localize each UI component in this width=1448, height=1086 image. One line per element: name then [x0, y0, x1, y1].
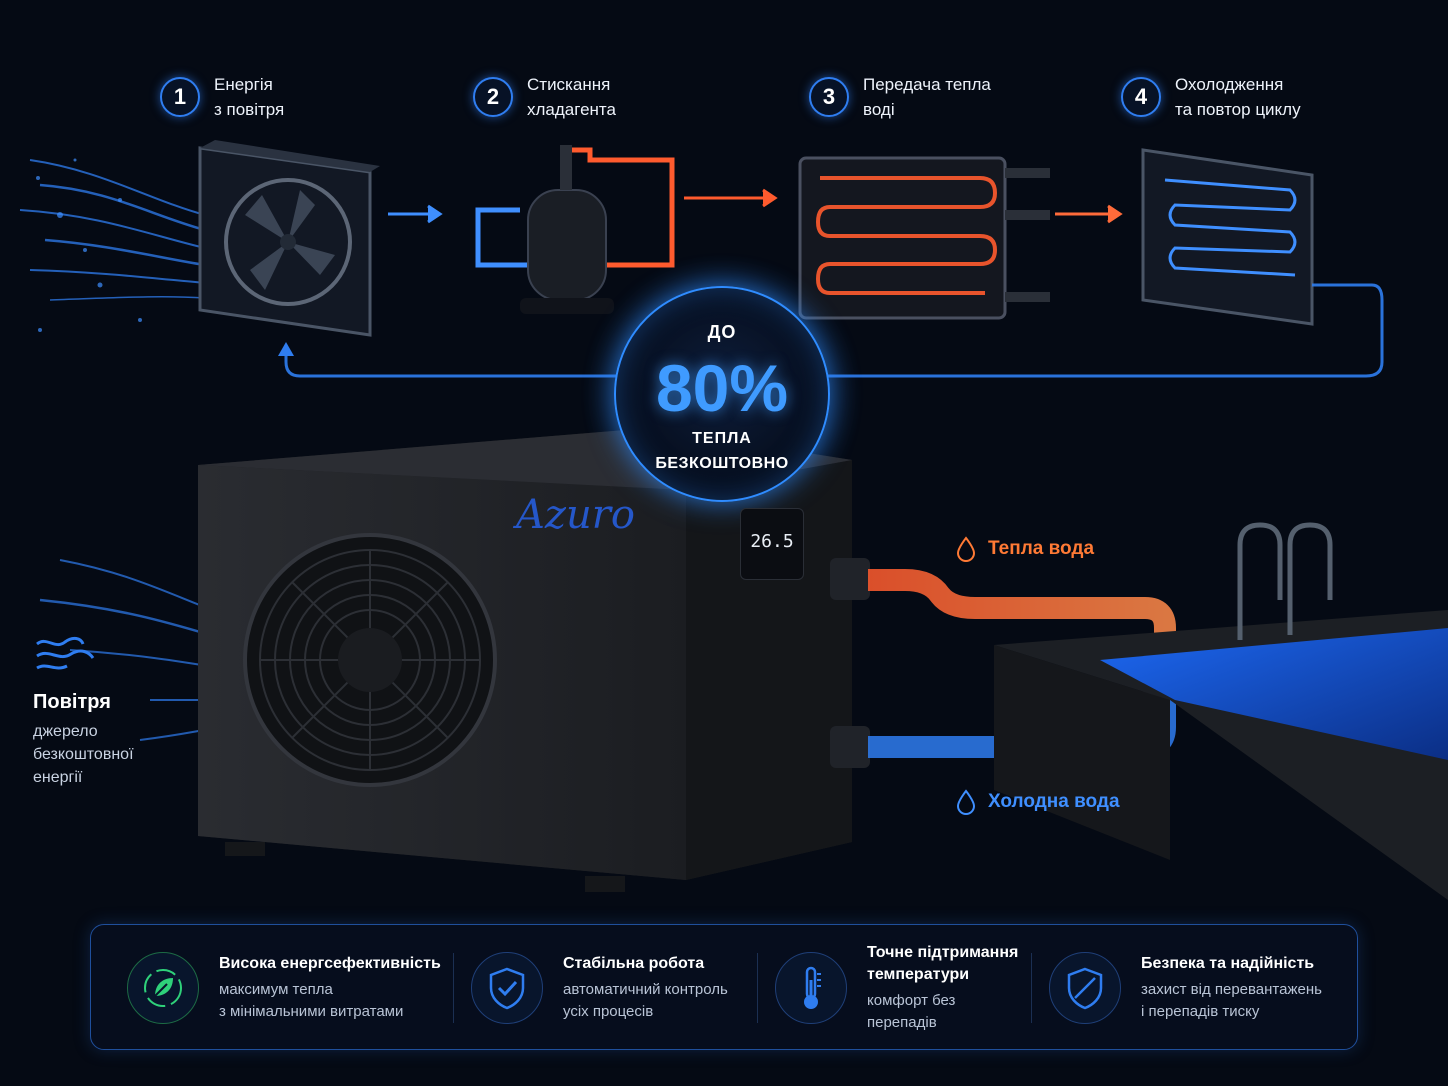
warm-water-label: Тепла вода: [956, 536, 1094, 562]
step-label-line2: та повтор циклу: [1175, 100, 1301, 119]
divider: [1031, 953, 1032, 1023]
air-stream-top: [19, 159, 206, 301]
feature-desc-line1: комфорт без: [867, 992, 956, 1009]
feature-desc-line2: усіх процесів: [563, 1003, 654, 1020]
control-display[interactable]: 26.5: [740, 508, 804, 580]
step-label-line1: Стискання: [527, 75, 611, 94]
step-label-line1: Охолодження: [1175, 75, 1284, 94]
step-label: Передача тепла воді: [863, 72, 1043, 122]
air-desc-line1: джерело: [33, 723, 98, 740]
feature-temperature: Точне підтримання температури комфорт бе…: [775, 925, 1018, 1051]
feature-desc-line1: автоматичний контроль: [563, 981, 728, 998]
shield-slash-icon: [1049, 952, 1121, 1024]
feature-efficiency: Висока енергсефективність максимум тепла…: [127, 925, 441, 1051]
feature-title-line2: температури: [867, 966, 970, 983]
feature-title: Безпека та надійність: [1141, 955, 1315, 972]
arrow-blue-1: [388, 204, 443, 224]
feature-desc: автоматичний контроль усіх процесів: [563, 979, 728, 1023]
feature-title: Точне підтримання температури: [867, 942, 1018, 986]
badge-line1: ТЕПЛА: [692, 430, 752, 447]
air-desc-line3: енергії: [33, 769, 83, 786]
warm-water-text: Тепла вода: [988, 538, 1095, 559]
air-title: Повітря: [33, 691, 111, 713]
feature-desc: захист від перевантажень і перепадів тис…: [1141, 979, 1322, 1023]
step-label-line2: хладагента: [527, 100, 616, 119]
features-bar: Висока енергсефективність максимум тепла…: [90, 924, 1358, 1050]
step-label-line1: Передача тепла: [863, 75, 991, 94]
step-label: Енергія з повітря: [214, 72, 394, 122]
cooling-coil: [1141, 148, 1314, 326]
step-label: Стискання хладагента: [527, 72, 707, 122]
air-description: джерело безкоштовної енергії: [33, 720, 173, 789]
divider: [453, 953, 454, 1023]
step-4: 4 Охолодження та повтор циклу: [1121, 72, 1355, 122]
cold-water-label: Холодна вода: [956, 789, 1120, 815]
step-number: 3: [809, 77, 849, 117]
cold-water-text: Холодна вода: [988, 791, 1120, 812]
air-desc-line2: безкоштовної: [33, 746, 134, 763]
shield-check-icon: [471, 952, 543, 1024]
heat-pump-unit: [198, 428, 852, 892]
warm-pipe: [830, 558, 1176, 670]
cold-drop-icon: [956, 789, 976, 815]
step-number: 1: [160, 77, 200, 117]
feature-desc-line2: і перепадів тиску: [1141, 1003, 1260, 1020]
arrow-red-1: [684, 188, 778, 208]
badge-prefix: ДО: [707, 322, 737, 342]
feature-title: Висока енергсефективність: [219, 955, 441, 972]
wind-icon: [36, 636, 95, 670]
step-number: 2: [473, 77, 513, 117]
feature-desc: максимум тепла з мінімальними витратами: [219, 979, 441, 1023]
badge-value: 80%: [655, 351, 789, 425]
feature-desc-line2: перепадів: [867, 1014, 937, 1031]
feature-title: Стабільна робота: [563, 955, 705, 972]
step-2: 2 Стискання хладагента: [473, 72, 707, 122]
return-loop: [284, 283, 1384, 378]
divider: [757, 953, 758, 1023]
air-source-label: Повітря джерело безкоштовної енергії: [33, 632, 173, 789]
thermometer-icon: [775, 952, 847, 1024]
step-3: 3 Передача тепла воді: [809, 72, 1043, 122]
feature-safety: Безпека та надійність захист від переван…: [1049, 925, 1322, 1051]
step-label: Охолодження та повтор циклу: [1175, 72, 1355, 122]
pool: [994, 522, 1448, 900]
feature-desc-line2: з мінімальними витратами: [219, 1003, 404, 1020]
return-arrow: [278, 342, 294, 356]
step-label-line2: воді: [863, 100, 895, 119]
feature-desc: комфорт без перепадів: [867, 990, 1018, 1034]
warm-drop-icon: [956, 536, 976, 562]
feature-desc-line1: максимум тепла: [219, 981, 333, 998]
step-1: 1 Енергія з повітря: [160, 72, 394, 122]
feature-stability: Стабільна робота автоматичний контроль у…: [471, 925, 728, 1051]
air-particles: [36, 158, 142, 332]
step-label-line1: Енергія: [214, 75, 273, 94]
leaf-cycle-icon: [127, 952, 199, 1024]
temperature-readout: 26.5: [750, 531, 794, 552]
step-label-line2: з повітря: [214, 100, 285, 119]
savings-badge: ДО 80% ТЕПЛА БЕЗКОШТОВНО: [614, 286, 830, 502]
feature-title-line1: Точне підтримання: [867, 944, 1019, 961]
heat-exchanger: [798, 156, 1050, 320]
arrow-red-2: [1055, 204, 1123, 224]
compressor: [475, 145, 675, 314]
brand-logo: Azuro: [516, 492, 635, 538]
feature-desc-line1: захист від перевантажень: [1141, 981, 1322, 998]
fan-panel: [198, 140, 380, 337]
badge-line2: БЕЗКОШТОВНО: [655, 455, 789, 472]
step-number: 4: [1121, 77, 1161, 117]
